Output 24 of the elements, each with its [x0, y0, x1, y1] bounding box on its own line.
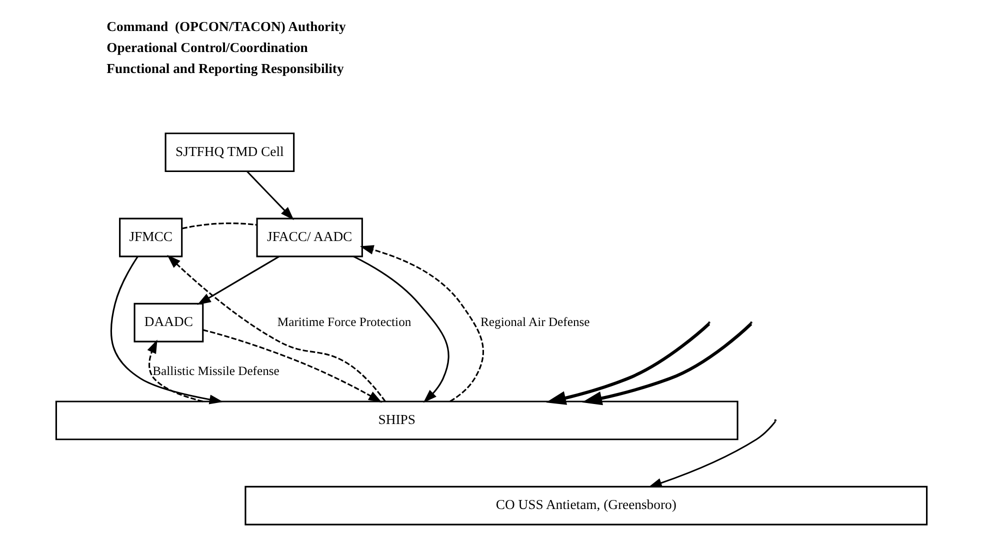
arrow	[202, 329, 382, 403]
arrow	[581, 322, 752, 406]
node-box: DAADC	[133, 302, 204, 342]
legend-label: Operational Control/Coordination	[106, 40, 308, 55]
edge-label: Regional Air Defense	[480, 314, 590, 329]
node-box: JFACC/ AADC	[256, 218, 362, 258]
legend-label: Command (OPCON/TACON) Authority	[106, 18, 346, 34]
connector	[182, 222, 256, 230]
arrow	[166, 254, 386, 402]
edge-label: Ballistic Missile Defense	[152, 364, 279, 378]
arrow	[110, 256, 223, 404]
edge-label: Maritime Force Protection	[276, 314, 411, 329]
arrow	[545, 322, 710, 405]
node-box: CO USS Antietam, (Greensboro)	[244, 486, 928, 526]
arrow	[246, 170, 294, 220]
arrow	[359, 245, 484, 402]
node-box: SJTFHQ TMD Cell	[164, 132, 294, 172]
node-box: JFMCC	[118, 218, 182, 258]
arrow	[648, 421, 776, 488]
arrow	[352, 256, 449, 403]
node-box: SHIPS	[54, 400, 738, 440]
arrow	[146, 340, 203, 402]
arrow	[196, 256, 279, 305]
legend-label: Functional and Reporting Responsibility	[106, 60, 344, 76]
